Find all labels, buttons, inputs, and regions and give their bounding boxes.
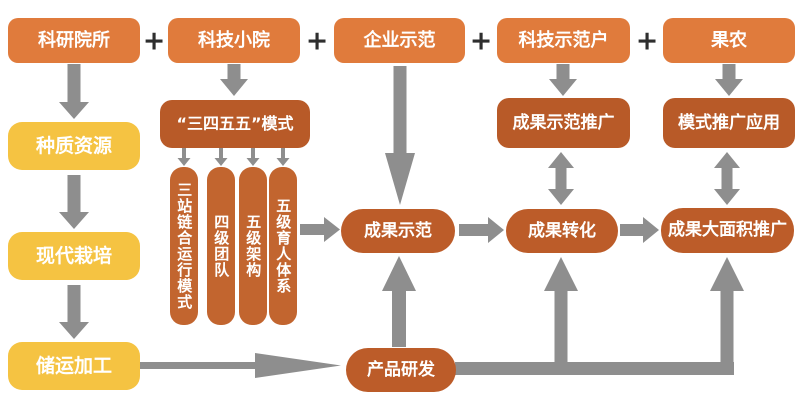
bar-five-level-structure-box: 五级架构	[239, 167, 267, 325]
arrow-double-promotion-transform-icon	[548, 152, 574, 205]
germplasm-resources-label: 种质资源	[35, 134, 112, 157]
tech-courtyard-label: 科技小院	[198, 29, 270, 51]
plus-sign-4: +	[635, 25, 659, 57]
demo-household-label: 科技示范户	[518, 29, 609, 51]
tech-courtyard-box: 科技小院	[168, 18, 300, 63]
connector-branch-largearea-shaft	[720, 288, 734, 364]
large-area-promotion-label: 成果大面积推广	[668, 220, 787, 241]
storage-processing-label: 储运加工	[35, 354, 112, 377]
bar-three-station-chain-box: 三站链合运行模式	[170, 167, 198, 325]
arrow-up-product-to-largearea-icon	[710, 257, 744, 291]
research-institutes-box: 科研院所	[8, 18, 140, 63]
achievement-transform-label: 成果转化	[528, 220, 596, 241]
bar-five-level-education-label: 五级育人体系	[274, 198, 293, 294]
enterprise-demo-box: 企业示范	[334, 18, 465, 63]
arrow-down-mode-to-bar3-icon	[246, 148, 260, 166]
storage-processing-box: 储运加工	[8, 342, 140, 390]
bar-five-level-structure-label: 五级架构	[244, 214, 263, 278]
arrow-down-household-to-promotion-icon	[549, 64, 577, 96]
mode-application-label: 模式推广应用	[678, 112, 780, 133]
arrow-down-enterprise-to-demo-icon	[385, 66, 415, 205]
arrow-down-mode-to-bar1-icon	[177, 148, 191, 166]
plus-sign-3: +	[469, 25, 493, 57]
modern-cultivation-label: 现代栽培	[35, 244, 112, 267]
arrow-down-mode-to-bar4-icon	[276, 148, 290, 166]
product-rd-pill: 产品研发	[346, 348, 456, 392]
arrow-down-mode-to-bar2-icon	[214, 148, 228, 166]
plus-sign-1: +	[142, 25, 166, 57]
fruit-farmer-box: 果农	[663, 18, 795, 63]
arrow-right-demo-to-transform-icon	[459, 217, 504, 243]
achievement-demo-promotion-box: 成果示范推广	[497, 98, 630, 148]
arrow-down-courtyard-to-mode-icon	[220, 64, 248, 96]
research-institutes-label: 科研院所	[38, 29, 110, 51]
arrow-down-farmer-to-application-icon	[715, 64, 743, 96]
achievement-demo-pill: 成果示范	[341, 209, 455, 253]
connector-branch-transform-shaft	[554, 288, 568, 364]
arrow-right-storage-to-product-icon	[140, 353, 341, 378]
mode-3455-label: “三四五五”模式	[176, 114, 294, 134]
arrow-down-research-to-germplasm-icon	[59, 64, 89, 119]
large-area-promotion-pill: 成果大面积推广	[661, 208, 794, 253]
arrow-right-transform-to-largearea-icon	[620, 217, 659, 243]
arrow-up-product-to-demo-icon	[382, 256, 416, 347]
achievement-demo-promotion-label: 成果示范推广	[512, 112, 615, 133]
enterprise-demo-label: 企业示范	[363, 29, 436, 51]
modern-cultivation-box: 现代栽培	[8, 232, 140, 280]
bar-four-level-team-box: 四级团队	[207, 167, 235, 325]
achievement-transform-pill: 成果转化	[506, 209, 618, 253]
bar-three-station-chain-label: 三站链合运行模式	[175, 182, 194, 310]
fruit-farmer-label: 果农	[711, 29, 747, 51]
product-rd-label: 产品研发	[367, 359, 435, 380]
connector-product-bottom-line	[455, 362, 734, 375]
plus-sign-2: +	[305, 25, 329, 57]
arrow-double-application-largearea-icon	[714, 152, 740, 205]
arrow-right-bars-to-demo-icon	[300, 217, 340, 242]
bar-five-level-education-box: 五级育人体系	[269, 167, 297, 325]
arrow-down-cultivation-to-storage-icon	[59, 285, 89, 339]
germplasm-resources-box: 种质资源	[8, 122, 140, 170]
bar-four-level-team-label: 四级团队	[212, 214, 231, 278]
achievement-demo-label: 成果示范	[364, 220, 432, 241]
mode-3455-box: “三四五五”模式	[160, 100, 310, 148]
arrow-down-germplasm-to-cultivation-icon	[59, 175, 89, 229]
arrow-up-product-to-transform-icon	[544, 257, 578, 291]
mode-application-box: 模式推广应用	[663, 98, 795, 148]
demo-household-box: 科技示范户	[497, 18, 630, 63]
